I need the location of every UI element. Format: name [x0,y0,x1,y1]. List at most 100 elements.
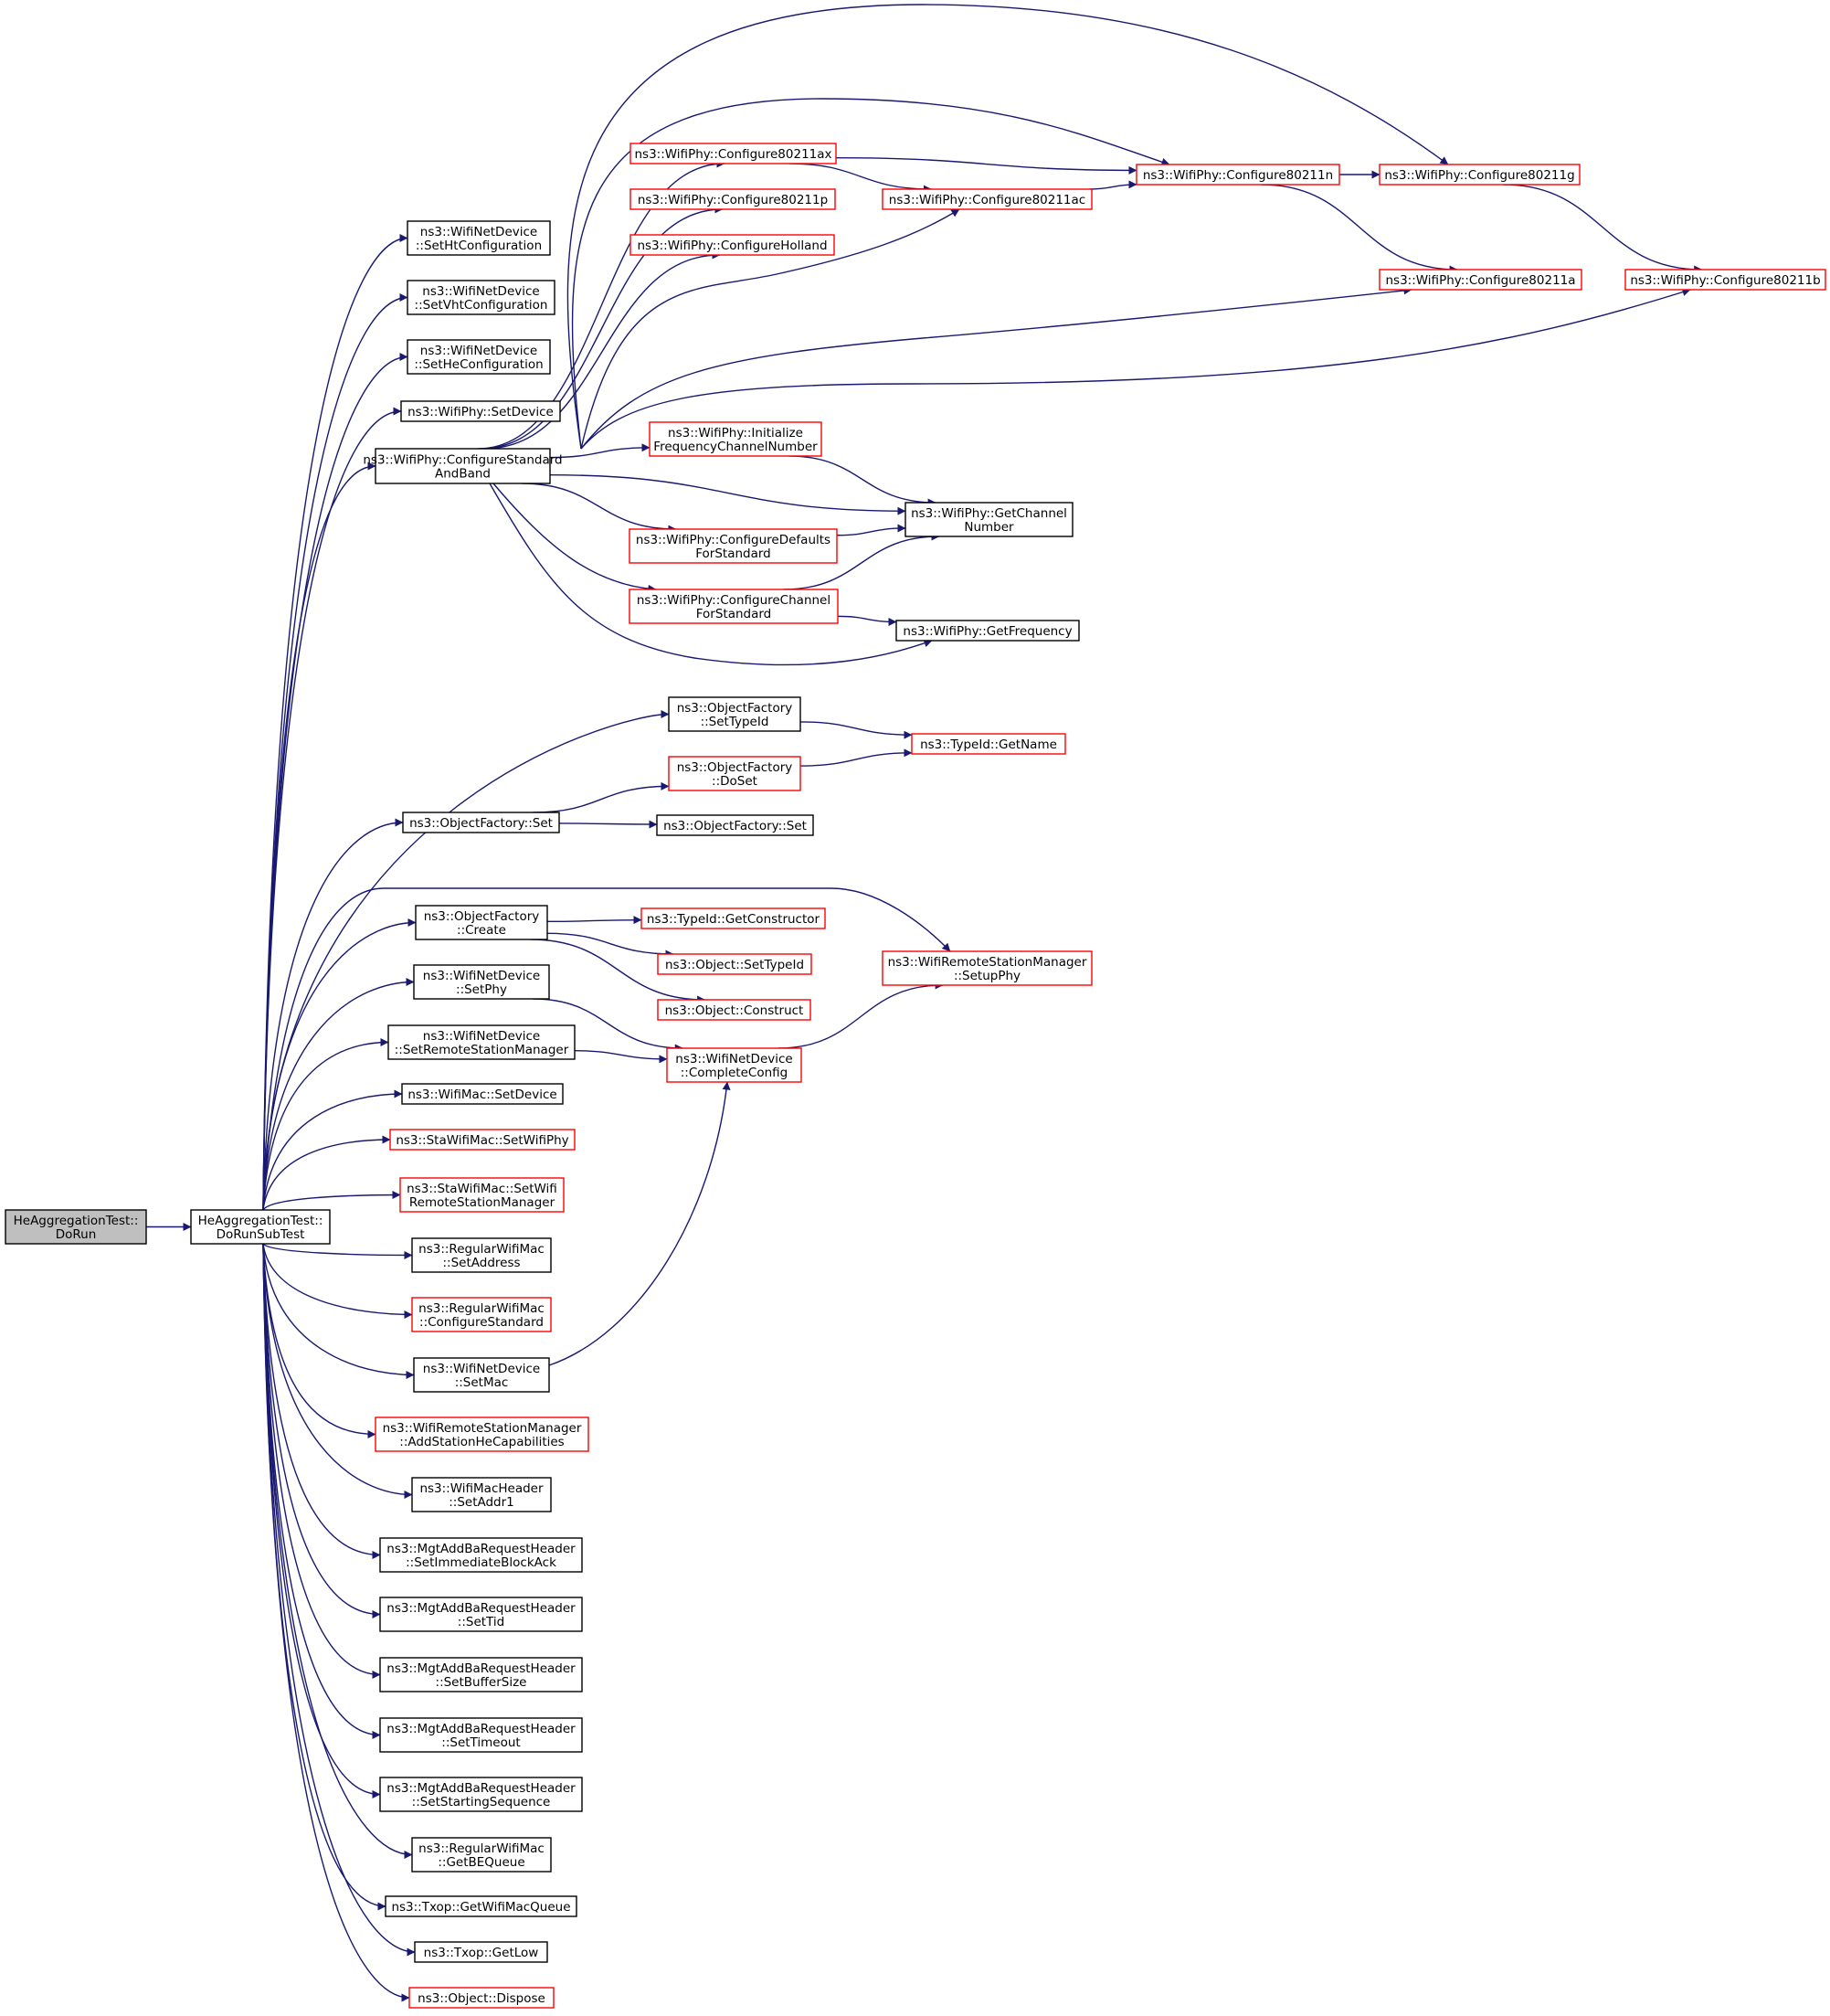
node-objsettypeid[interactable]: ns3::Object::SetTypeId [657,953,812,975]
node-setrsm[interactable]: ns3::WifiNetDevice::SetRemoteStationMana… [387,1024,576,1060]
node-c80211ac[interactable]: ns3::WifiPhy::Configure80211ac [882,188,1093,210]
node-label: ns3::MgtAddBaRequestHeader [386,1722,576,1736]
node-addhecap[interactable]: ns3::WifiRemoteStationManager::AddStatio… [375,1417,589,1452]
node-cfgchannel[interactable]: ns3::WifiPhy::ConfigureChannelForStandar… [629,589,839,624]
node-dorun[interactable]: HeAggregationTest::DoRun [5,1209,147,1245]
node-getctor[interactable]: ns3::TypeId::GetConstructor [640,907,826,929]
node-c80211n[interactable]: ns3::WifiPhy::Configure80211n [1136,164,1340,186]
node-box [656,814,814,836]
edge-dorunsub-to-getwifimacq [262,1243,386,1911]
node-box [895,620,1080,642]
edge-cfgstdband-to-cfgchannel [492,483,657,593]
node-label: ::SetMac [455,1375,509,1390]
edge-cfgstdband-to-c80211g [566,4,1449,450]
node-getwifimacq[interactable]: ns3::Txop::GetWifiMacQueue [385,1895,577,1917]
node-label: ::Create [457,923,506,938]
node-label: ::AddStationHeCapabilities [399,1435,564,1449]
node-label: ns3::WifiPhy::Configure80211ax [634,147,831,162]
node-label: ::SetTypeId [701,715,769,729]
node-box [1379,269,1582,291]
node-label: ::SetPhy [456,982,507,997]
node-label: ::SetImmediateBlockAck [406,1555,556,1570]
node-stasetwifiphy[interactable]: ns3::StaWifiMac::SetWifiPhy [389,1129,576,1151]
node-settimeout[interactable]: ns3::MgtAddBaRequestHeader::SetTimeout [379,1717,583,1753]
node-ofset1[interactable]: ns3::ObjectFactory::Set [402,812,560,833]
node-box [379,1537,583,1573]
node-setimmba[interactable]: ns3::MgtAddBaRequestHeader::SetImmediate… [379,1537,583,1573]
node-setstartseq[interactable]: ns3::MgtAddBaRequestHeader::SetStartingS… [379,1777,583,1812]
node-label: ns3::WifiMac::SetDevice [407,1088,556,1102]
node-c80211ax[interactable]: ns3::WifiPhy::Configure80211ax [629,143,837,164]
node-c80211p[interactable]: ns3::WifiPhy::Configure80211p [629,188,836,210]
edge-ofcreate-to-getctor [546,916,642,925]
node-box [411,1477,552,1512]
node-setupphy[interactable]: ns3::WifiRemoteStationManager::SetupPhy [882,950,1093,986]
node-box [657,953,812,975]
node-label: ns3::WifiPhy::Configure80211n [1143,168,1333,183]
node-label: ns3::WifiNetDevice [423,1362,540,1376]
node-label: ns3::WifiPhy::Configure80211ac [889,193,1085,207]
node-c80211g[interactable]: ns3::WifiPhy::Configure80211g [1379,164,1581,186]
edge-cfgstdband-to-getchan [549,473,906,515]
node-c80211b[interactable]: ns3::WifiPhy::Configure80211b [1624,269,1826,291]
node-setvht[interactable]: ns3::WifiNetDevice::SetVhtConfiguration [407,280,555,315]
node-dispose[interactable]: ns3::Object::Dispose [408,1987,555,2009]
node-setmac[interactable]: ns3::WifiNetDevice::SetMac [413,1357,550,1393]
node-setbufsize[interactable]: ns3::MgtAddBaRequestHeader::SetBufferSiz… [379,1657,583,1692]
node-label: ns3::MgtAddBaRequestHeader [386,1601,576,1616]
node-box [413,1357,550,1393]
node-box [407,339,551,375]
node-stasetrsm[interactable]: ns3::StaWifiMac::SetWifiRemoteStationMan… [399,1177,565,1213]
node-box [5,1209,147,1245]
node-label: ::SetStartingSequence [412,1795,551,1809]
node-initfreq[interactable]: ns3::WifiPhy::InitializeFrequencyChannel… [649,421,822,457]
node-cholland[interactable]: ns3::WifiPhy::ConfigureHolland [629,234,835,256]
edge-dorunsub-to-addhecap [262,1243,376,1438]
node-getbequeue[interactable]: ns3::RegularWifiMac::GetBEQueue [411,1837,552,1873]
node-box [1136,164,1340,186]
edges-layer [146,4,1703,2002]
node-setht[interactable]: ns3::WifiNetDevice::SetHtConfiguration [407,220,551,256]
node-objconstruct[interactable]: ns3::Object::Construct [657,999,811,1021]
node-ofset2[interactable]: ns3::ObjectFactory::Set [656,814,814,836]
edge-dorunsub-to-setvht [262,293,408,1211]
edge-dorunsub-to-physetdevice [262,407,402,1211]
node-label: ns3::RegularWifiMac [418,1301,545,1316]
node-physetdevice[interactable]: ns3::WifiPhy::SetDevice [400,400,561,422]
node-box [904,502,1074,537]
node-rwmcfgstd[interactable]: ns3::RegularWifiMac::ConfigureStandard [411,1297,552,1332]
node-ofdoset[interactable]: ns3::ObjectFactory::DoSet [668,756,801,791]
node-ofcreate[interactable]: ns3::ObjectFactory::Create [415,905,548,940]
node-box [399,1177,565,1213]
edge-cfgstdband-to-c80211ax [477,159,725,450]
node-label: ::DoSet [712,774,757,789]
node-label: ::SetupPhy [954,969,1021,983]
node-c80211a[interactable]: ns3::WifiPhy::Configure80211a [1379,269,1582,291]
node-dorunsub[interactable]: HeAggregationTest::DoRunSubTest [190,1209,331,1245]
node-ofsettypeid[interactable]: ns3::ObjectFactory::SetTypeId [668,696,801,732]
edge-setphy-to-completecfg [533,998,683,1053]
edge-c80211ax-to-c80211ac [788,163,932,194]
node-box [668,756,801,791]
node-setaddr1[interactable]: ns3::WifiMacHeader::SetAddr1 [411,1477,552,1512]
node-label: ::SetVhtConfiguration [415,298,548,313]
edge-ofdoset-to-gettypename [799,748,913,767]
node-settid[interactable]: ns3::MgtAddBaRequestHeader::SetTid [379,1597,583,1632]
edge-dorunsub-to-setaddr1 [262,1243,413,1499]
node-box [1379,164,1581,186]
node-sethe[interactable]: ns3::WifiNetDevice::SetHeConfiguration [407,339,551,375]
node-completecfg[interactable]: ns3::WifiNetDevice::CompleteConfig [666,1047,802,1083]
node-macsetdevice[interactable]: ns3::WifiMac::SetDevice [401,1083,564,1105]
node-box [411,1837,552,1873]
node-label: ns3::WifiMacHeader [419,1481,544,1496]
node-cfgdefaults[interactable]: ns3::WifiPhy::ConfigureDefaultsForStanda… [629,528,838,564]
edge-cfgstdband-to-getfreq [489,483,933,666]
node-gettypename[interactable]: ns3::TypeId::GetName [911,733,1066,755]
node-label: HeAggregationTest:: [14,1214,139,1228]
node-getfreq[interactable]: ns3::WifiPhy::GetFrequency [895,620,1080,642]
node-getlow[interactable]: ns3::Txop::GetLow [414,1941,548,1963]
node-setphy[interactable]: ns3::WifiNetDevice::SetPhy [413,964,550,1000]
node-rwmsetaddr[interactable]: ns3::RegularWifiMac::SetAddress [411,1237,552,1273]
